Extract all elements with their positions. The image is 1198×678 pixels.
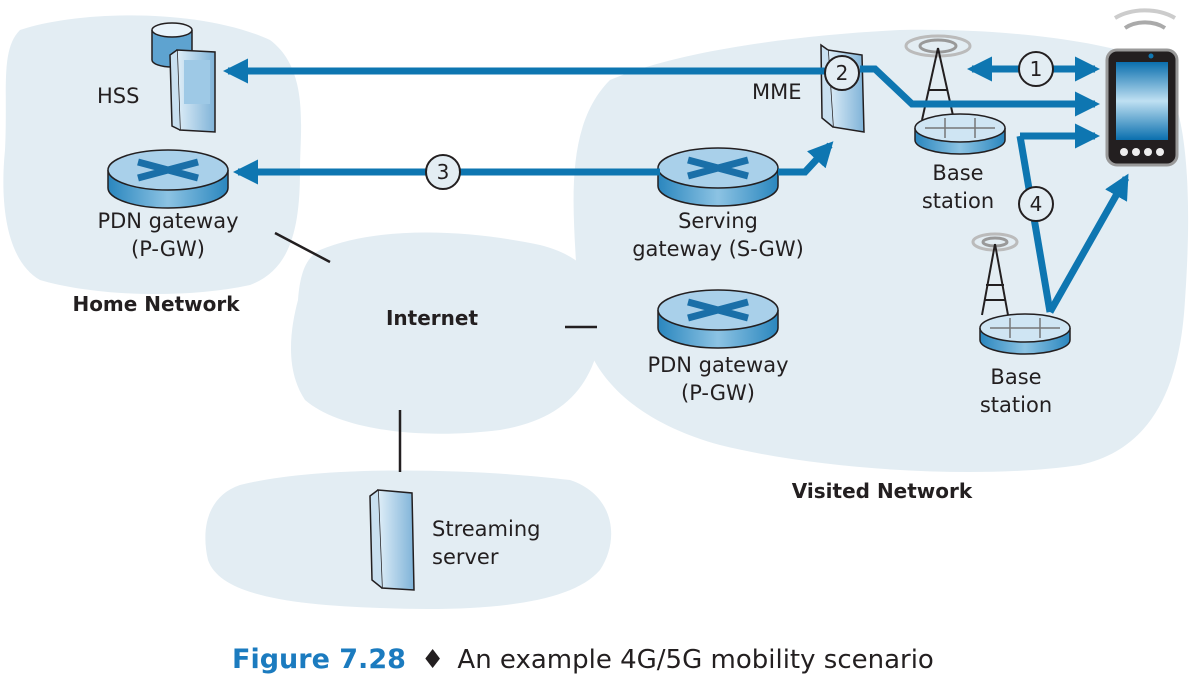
base-station-2-icon [971,232,1071,355]
svg-text:1: 1 [1030,57,1043,81]
svg-text:4: 4 [1030,192,1043,216]
home-pdn-gateway-label: PDN gateway [97,209,238,233]
caption-text: An example 4G/5G mobility scenario [457,645,933,675]
hss-server-icon [169,49,216,133]
home-network-label: Home Network [72,292,240,316]
visited-pdn-gateway-router-icon [657,289,779,349]
base-station-2-label: Base [990,365,1041,389]
base-station-1-icon [904,34,1006,155]
mme-label: MME [752,80,802,104]
internet-cloud [290,232,604,434]
serving-gateway-label: Serving [678,209,758,233]
streaming-server-icon [369,489,415,591]
step-2-marker: 2 [824,55,860,91]
visited-network-label: Visited Network [792,479,973,503]
visited-pdn-gateway-label: PDN gateway [647,353,788,377]
streaming-server-label: Streaming [432,517,540,541]
arrow-bs2-to-phone [1046,173,1130,314]
mobile-phone-icon [1105,8,1179,167]
hss-label: HSS [97,84,139,108]
visited-network-cloud [573,29,1189,473]
streaming-server-label-2: server [432,545,499,569]
base-station-2-label-2: station [980,393,1052,417]
base-station-1-label-2: station [922,189,994,213]
caption-separator: ♦ [421,645,444,675]
home-pdn-gateway-label-2: (P-GW) [131,237,205,261]
figure-number: Figure 7.28 [232,644,406,675]
svg-text:2: 2 [836,61,849,85]
visited-pdn-gateway-label-2: (P-GW) [681,381,755,405]
arrow-mme-to-phone [860,65,1101,117]
internet-label: Internet [386,306,478,330]
figure-caption: Figure 7.28 ♦ An example 4G/5G mobility … [232,644,934,675]
home-pdn-gateway-router-icon [107,149,229,209]
base-station-1-label: Base [932,161,983,185]
step-3-marker: 3 [425,154,461,190]
step-4-marker: 4 [1018,186,1054,222]
arrow-sgw-to-mme [778,141,834,176]
svg-text:3: 3 [437,160,450,184]
serving-gateway-router-icon [657,147,779,207]
home-internet-link [274,231,331,264]
step-1-marker: 1 [1018,51,1054,87]
serving-gateway-label-2: gateway (S-GW) [632,237,804,261]
path-bs1-to-bs2 [1016,135,1054,313]
